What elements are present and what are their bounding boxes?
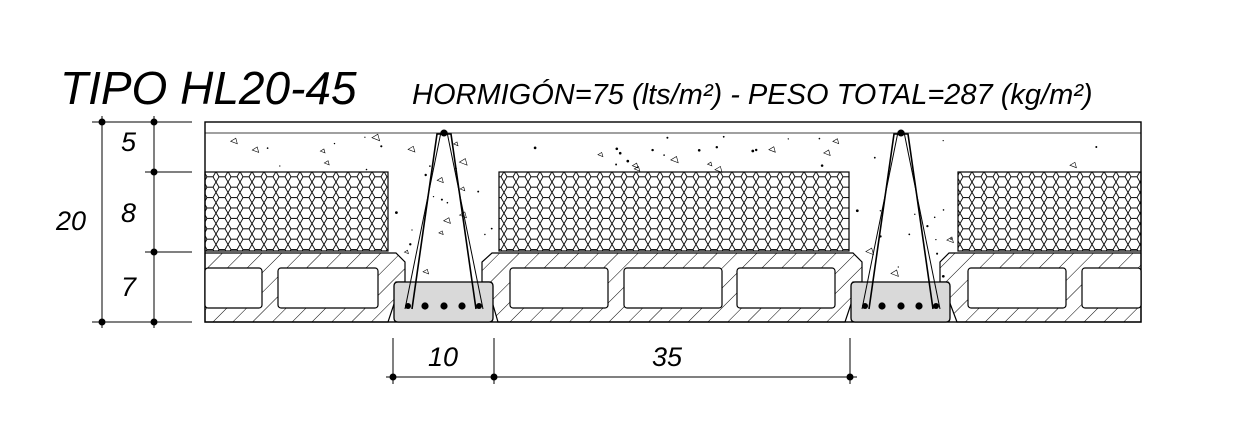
aggregate-speck [230,137,238,145]
aggregate-speck [873,156,876,159]
aggregate-speck [751,149,755,153]
aggregate-speck [452,141,459,147]
aggregate-speck [1095,146,1098,148]
aggregate-speck [697,148,701,152]
aggregate-speck [597,151,604,158]
aggregate-speck [706,161,713,167]
ceramic-block-left [204,252,406,323]
aggregate-speck [946,236,954,244]
aggregate-speck [432,195,435,198]
aggregate-speck [380,145,383,148]
aggregate-speck [436,177,444,184]
aggregate-speck [403,249,409,255]
slab-section [204,121,1142,323]
aggregate-speck [615,147,619,151]
eps-block [957,171,1142,252]
aggregate-speck [855,209,859,213]
aggregate-speck [865,247,874,256]
horizontal-dimensions: 10 35 [386,338,857,384]
aggregate-speck [879,210,882,212]
aggregate-speck [407,145,416,153]
vertical-dimensions: 20 5 8 7 [55,116,192,328]
aggregate-speck [832,138,840,145]
aggregate-speck [365,168,368,171]
ceramic-block-right [939,252,1142,323]
aggregate-speck [890,269,899,277]
aggregate-speck [477,190,480,193]
aggregate-speck [443,217,451,224]
aggregate-speck [440,198,443,201]
title-specs: HORMIGÓN=75 (lts/m²) - PESO TOTAL=287 (k… [412,78,1093,111]
aggregate-speck [424,173,427,177]
joist-left [393,129,494,323]
aggregate-speck [935,238,937,241]
dim-topping-thickness: 5 [121,127,137,157]
aggregate-speck [818,137,821,140]
aggregate-speck [933,216,936,219]
eps-block [204,171,389,252]
aggregate-speck [942,209,945,211]
aggregate-speck [908,233,911,236]
aggregate-speck [768,146,776,153]
eps-block [498,171,850,252]
joist-right [850,129,951,323]
aggregate-speck [319,148,326,154]
aggregate-speck [323,160,330,166]
aggregate-speck [395,211,398,214]
aggregate-speck [333,142,336,145]
aggregate-speck [1069,161,1077,169]
aggregate-speck [490,227,493,230]
dim-total-height: 20 [55,206,86,236]
dim-block-thickness: 7 [121,272,137,302]
aggregate-speck [615,163,618,166]
aggregate-speck [411,229,413,231]
aggregate-speck [429,165,431,167]
aggregate-speck [371,133,381,142]
aggregate-speck [714,165,723,173]
aggregate-speck [754,148,758,152]
aggregate-speck [631,162,639,169]
aggregate-speck [715,145,719,149]
aggregate-speck [897,266,899,268]
title-type: TIPO HL20-45 [60,62,357,114]
aggregate-speck [459,186,466,192]
aggregate-speck [950,238,952,240]
aggregate-speck [533,146,537,150]
aggregate-speck [438,230,444,235]
aggregate-speck [422,268,430,275]
aggregate-speck [266,147,269,149]
aggregate-speck [823,149,831,156]
aggregate-speck [458,158,468,166]
aggregate-speck [446,201,449,204]
aggregate-speck [409,243,412,246]
aggregate-speck [663,154,665,156]
aggregate-speck [626,159,630,163]
ceramic-block-middle [481,252,863,323]
aggregate-speck [670,156,679,164]
aggregate-speck [484,233,486,236]
aggregate-speck [666,136,669,139]
aggregate-speck [618,151,622,155]
aggregate-speck [722,135,725,138]
aggregate-speck [787,138,789,140]
aggregate-speck [926,225,929,228]
aggregate-speck [942,140,944,142]
aggregate-speck [914,213,916,216]
aggregate-speck [279,165,281,167]
aggregate-speck [251,146,260,153]
dim-block-span: 35 [652,342,683,372]
aggregate-speck [651,148,654,152]
dim-joist-width: 10 [428,342,458,372]
dim-eps-thickness: 8 [121,198,136,228]
aggregate-speck [820,164,824,167]
aggregate-speck [936,252,939,255]
aggregate-speck [364,136,366,138]
aggregate-speck [633,165,641,172]
